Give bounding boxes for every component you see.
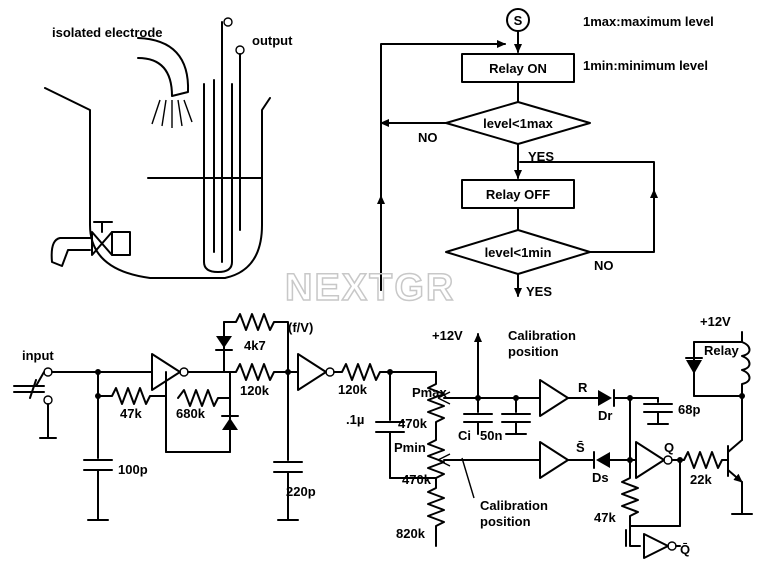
cap-68p: 68p <box>678 402 700 417</box>
yes-label-1: YES <box>528 149 554 164</box>
legend-max: 1max:maximum level <box>583 14 714 29</box>
decision-max-label: level<1max <box>483 116 554 131</box>
res-470k-a: 470k <box>398 416 428 431</box>
spray <box>151 99 193 128</box>
buffer-r <box>539 379 569 417</box>
resistor-680k <box>177 389 231 407</box>
cal-pos-1-line2: position <box>508 344 559 359</box>
watermark: NEXTGR <box>285 267 455 309</box>
resistor-22k <box>671 451 729 469</box>
cap-0u1: .1µ <box>346 412 364 427</box>
dr-label: Dr <box>598 408 612 423</box>
outlet-pipe <box>50 237 91 267</box>
yes-label-2: YES <box>526 284 552 299</box>
resistor-120k-b <box>333 363 391 381</box>
resistor-120k-a <box>223 363 289 381</box>
input-label: input <box>22 348 54 363</box>
inverter-2 <box>297 353 327 391</box>
v12-b: +12V <box>700 314 731 329</box>
output-label: output <box>252 33 293 48</box>
resistor-47k <box>97 387 167 405</box>
res-680k-label: 680k <box>176 406 206 421</box>
inverter-qbar <box>643 533 669 559</box>
decision-min-label: level<1min <box>485 245 552 260</box>
res-4k7-label: 4k7 <box>244 338 266 353</box>
res-22k: 22k <box>690 472 712 487</box>
cap-100p: 100p <box>118 462 148 477</box>
diode-ds <box>596 452 610 468</box>
ds-label: Ds <box>592 470 609 485</box>
cal-pos-1-line1: Calibration <box>508 328 576 343</box>
res-820k: 820k <box>396 526 426 541</box>
res-470k-b: 470k <box>402 472 432 487</box>
electrode-terminal-1 <box>223 17 233 27</box>
res-47k-label: 47k <box>120 406 142 421</box>
diode-dr <box>598 390 612 406</box>
v12-a: +12V <box>432 328 463 343</box>
no-label-1: NO <box>418 130 438 145</box>
s-bar-label: S̄ <box>576 440 585 455</box>
res-120k-b-label: 120k <box>338 382 368 397</box>
relay-off-label: Relay OFF <box>486 187 550 202</box>
cap-50n: 50n <box>480 428 502 443</box>
relay-diode <box>686 360 702 374</box>
electrode-label: isolated electrode <box>52 25 163 40</box>
cap-220p: 220p <box>286 484 316 499</box>
inverter-q <box>635 441 665 479</box>
pmin-label: Pmin <box>394 440 426 455</box>
valve-pipe <box>111 231 131 256</box>
electrode-terminal-2 <box>235 45 245 55</box>
circuit-schematic: input 100p 47k 680k <box>13 313 753 559</box>
legend-min: 1min:minimum level <box>583 58 708 73</box>
resistor-47k-b <box>621 459 639 527</box>
valve-body <box>91 231 113 256</box>
relay-label: Relay <box>704 343 739 358</box>
cal-pos-2-line2: position <box>480 514 531 529</box>
pot-chain <box>427 371 445 547</box>
tank-illustration: isolated electrode output <box>44 17 293 279</box>
electrode-tube <box>203 83 233 273</box>
relay-coil <box>741 341 751 397</box>
start-label: S <box>514 13 523 28</box>
inlet-pipe <box>137 37 190 97</box>
fv-label: (f/V) <box>288 320 313 335</box>
ci-label: Ci <box>458 428 471 443</box>
cal-pos-2-line1: Calibration <box>480 498 548 513</box>
q-bar-label: Q̄ <box>680 542 690 557</box>
pmax-label: Pmax <box>412 385 447 400</box>
flowchart: S 1max:maximum level 1min:minimum level … <box>377 8 714 299</box>
diode-2 <box>222 418 238 430</box>
q-label: Q <box>664 440 674 455</box>
relay-on-label: Relay ON <box>489 61 547 76</box>
buffer-s <box>539 441 569 479</box>
resistor-4k7 <box>223 313 289 373</box>
res-47k-b: 47k <box>594 510 616 525</box>
diode-1 <box>216 336 232 348</box>
r-label: R <box>578 380 588 395</box>
no-label-2: NO <box>594 258 614 273</box>
res-120k-a-label: 120k <box>240 383 270 398</box>
